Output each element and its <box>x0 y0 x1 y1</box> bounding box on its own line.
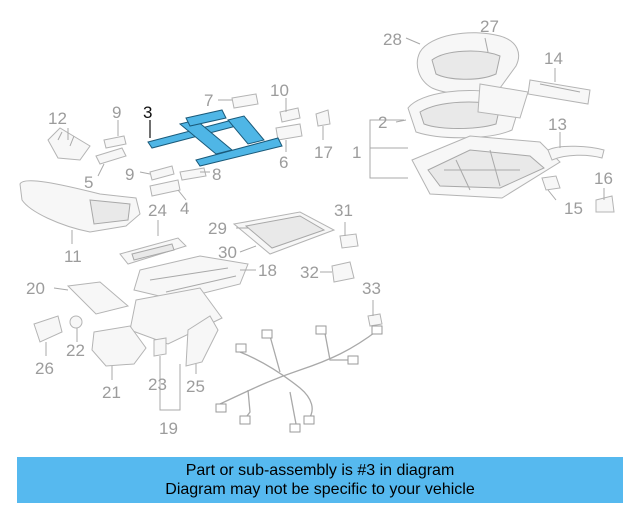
callout-18: 18 <box>258 261 277 280</box>
callout-5: 5 <box>84 173 93 192</box>
part-31 <box>339 233 359 249</box>
banner-line-1: Part or sub-assembly is #3 in diagram <box>185 462 455 479</box>
seat-pad-29-30 <box>232 211 336 255</box>
callout-8: 8 <box>212 165 221 184</box>
callout-13: 13 <box>548 115 567 134</box>
part-15 <box>541 175 561 191</box>
part-22 <box>69 315 83 329</box>
callout-6: 6 <box>279 153 288 172</box>
bracket-12 <box>47 127 91 161</box>
part-26 <box>33 315 63 343</box>
track-cover-part <box>527 79 591 105</box>
part-21 <box>91 325 147 367</box>
callout-29: 29 <box>208 219 227 238</box>
release-handle-part <box>547 145 605 161</box>
part-6 <box>275 123 303 141</box>
callout-26: 26 <box>35 359 54 378</box>
highlighted-part-3 <box>147 109 283 167</box>
part-7 <box>231 93 259 109</box>
callout-27: 27 <box>480 17 499 36</box>
seat-track-frame <box>66 237 249 345</box>
callout-7: 7 <box>204 91 213 110</box>
callout-1: 1 <box>352 143 361 162</box>
callout-19: 19 <box>159 419 178 438</box>
callout-33: 33 <box>362 279 381 298</box>
callout-4: 4 <box>180 199 189 218</box>
callout-30: 30 <box>218 243 237 262</box>
part-4 <box>149 179 181 197</box>
callout-20: 20 <box>26 279 45 298</box>
part-25 <box>185 315 219 367</box>
callout-3: 3 <box>143 103 152 122</box>
callout-9a: 9 <box>112 103 121 122</box>
parts-diagram: 3 1 2 28 27 14 13 15 16 17 12 9 5 9 4 8 … <box>19 17 615 438</box>
part-10 <box>279 107 301 123</box>
part-33 <box>367 313 383 327</box>
part-32 <box>331 261 355 283</box>
part-17 <box>315 109 331 127</box>
callout-25: 25 <box>186 377 205 396</box>
callout-31: 31 <box>334 201 353 220</box>
callout-17: 17 <box>314 143 333 162</box>
seat-frame-assembly <box>407 83 561 199</box>
part-5 <box>95 147 127 165</box>
callout-24: 24 <box>148 201 167 220</box>
callout-14: 14 <box>544 49 563 68</box>
callout-10: 10 <box>270 81 289 100</box>
callout-12: 12 <box>48 109 67 128</box>
side-cover-11 <box>19 180 141 233</box>
leader-lines <box>45 37 605 411</box>
callout-2: 2 <box>378 113 387 132</box>
banner-line-2: Diagram may not be specific to your vehi… <box>165 481 475 498</box>
wiring-harness <box>215 325 383 433</box>
part-9a <box>103 135 127 149</box>
part-9b <box>149 165 175 181</box>
seat-cushion-pad <box>416 32 520 95</box>
callout-11: 11 <box>64 247 82 266</box>
callout-labels: 3 1 2 28 27 14 13 15 16 17 12 9 5 9 4 8 … <box>26 17 613 438</box>
callout-9b: 9 <box>125 165 134 184</box>
callout-21: 21 <box>102 383 121 402</box>
callout-16: 16 <box>594 169 613 188</box>
callout-32: 32 <box>300 263 319 282</box>
callout-15: 15 <box>564 199 583 218</box>
part-23 <box>153 337 167 357</box>
callout-23: 23 <box>148 375 167 394</box>
callout-28: 28 <box>383 30 402 49</box>
part-16 <box>595 195 615 213</box>
part-8 <box>179 167 207 181</box>
info-banner: Part or sub-assembly is #3 in diagram Di… <box>17 457 623 503</box>
callout-22: 22 <box>66 341 85 360</box>
